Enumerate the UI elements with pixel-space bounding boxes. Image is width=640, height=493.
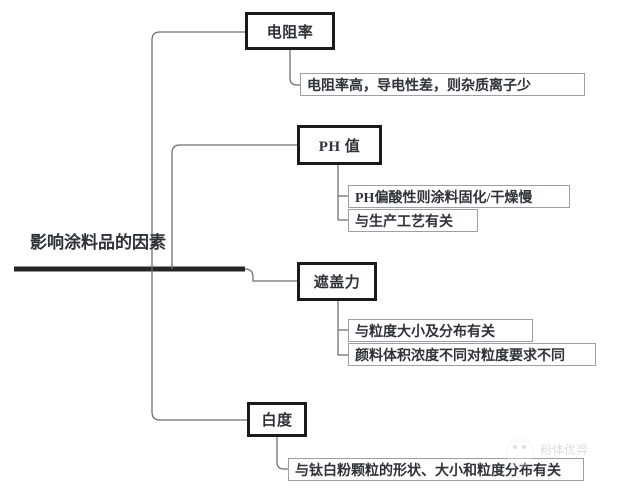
detail-box-resistivity-1[interactable]: 电阻率高，导电性差，则杂质离子少	[300, 73, 585, 96]
detail-box-whiteness-1[interactable]: 与钛白粉颗粒的形状、大小和粒度分布有关	[288, 458, 584, 481]
topic-box-hiding-power[interactable]: 遮盖力	[297, 262, 377, 301]
detail-label-resistivity-1: 电阻率高，导电性差，则杂质离子少	[307, 78, 531, 94]
detail-box-hiding-power-1[interactable]: 与粒度大小及分布有关	[348, 319, 533, 342]
topic-label-resistivity: 电阻率	[266, 24, 314, 41]
topic-box-resistivity[interactable]: 电阻率	[245, 12, 335, 50]
detail-box-ph-1[interactable]: PH偏酸性则涂料固化/干燥慢	[348, 185, 570, 208]
branch-line-resistivity	[151, 31, 245, 269]
subconnector-resistivity	[289, 50, 300, 86]
detail-box-ph-2[interactable]: 与生产工艺有关	[348, 209, 478, 232]
subconnector-whiteness	[276, 437, 288, 470]
topic-box-whiteness[interactable]: 白度	[247, 402, 307, 437]
detail-label-hiding-power-1: 与粒度大小及分布有关	[355, 324, 495, 340]
detail-label-hiding-power-2: 颜料体积浓度不同对粒度要求不同	[355, 348, 565, 364]
topic-label-hiding-power: 遮盖力	[313, 275, 361, 291]
topic-box-ph[interactable]: PH 值	[297, 125, 382, 165]
topic-label-ph: PH 值	[318, 138, 361, 155]
branch-line-whiteness	[151, 269, 247, 421]
detail-label-ph-1: PH偏酸性则涂料固化/干燥慢	[355, 190, 533, 206]
detail-box-hiding-power-2[interactable]: 颜料体积浓度不同对粒度要求不同	[348, 343, 596, 366]
topic-label-whiteness: 白度	[261, 413, 293, 429]
branch-line-ph	[171, 144, 297, 269]
detail-label-ph-2: 与生产工艺有关	[355, 214, 453, 230]
detail-label-whiteness-1: 与钛白粉颗粒的形状、大小和粒度分布有关	[295, 463, 561, 479]
branch-line-hiding-power	[244, 268, 297, 282]
root-label: 影响涂料品的因素	[30, 233, 166, 252]
